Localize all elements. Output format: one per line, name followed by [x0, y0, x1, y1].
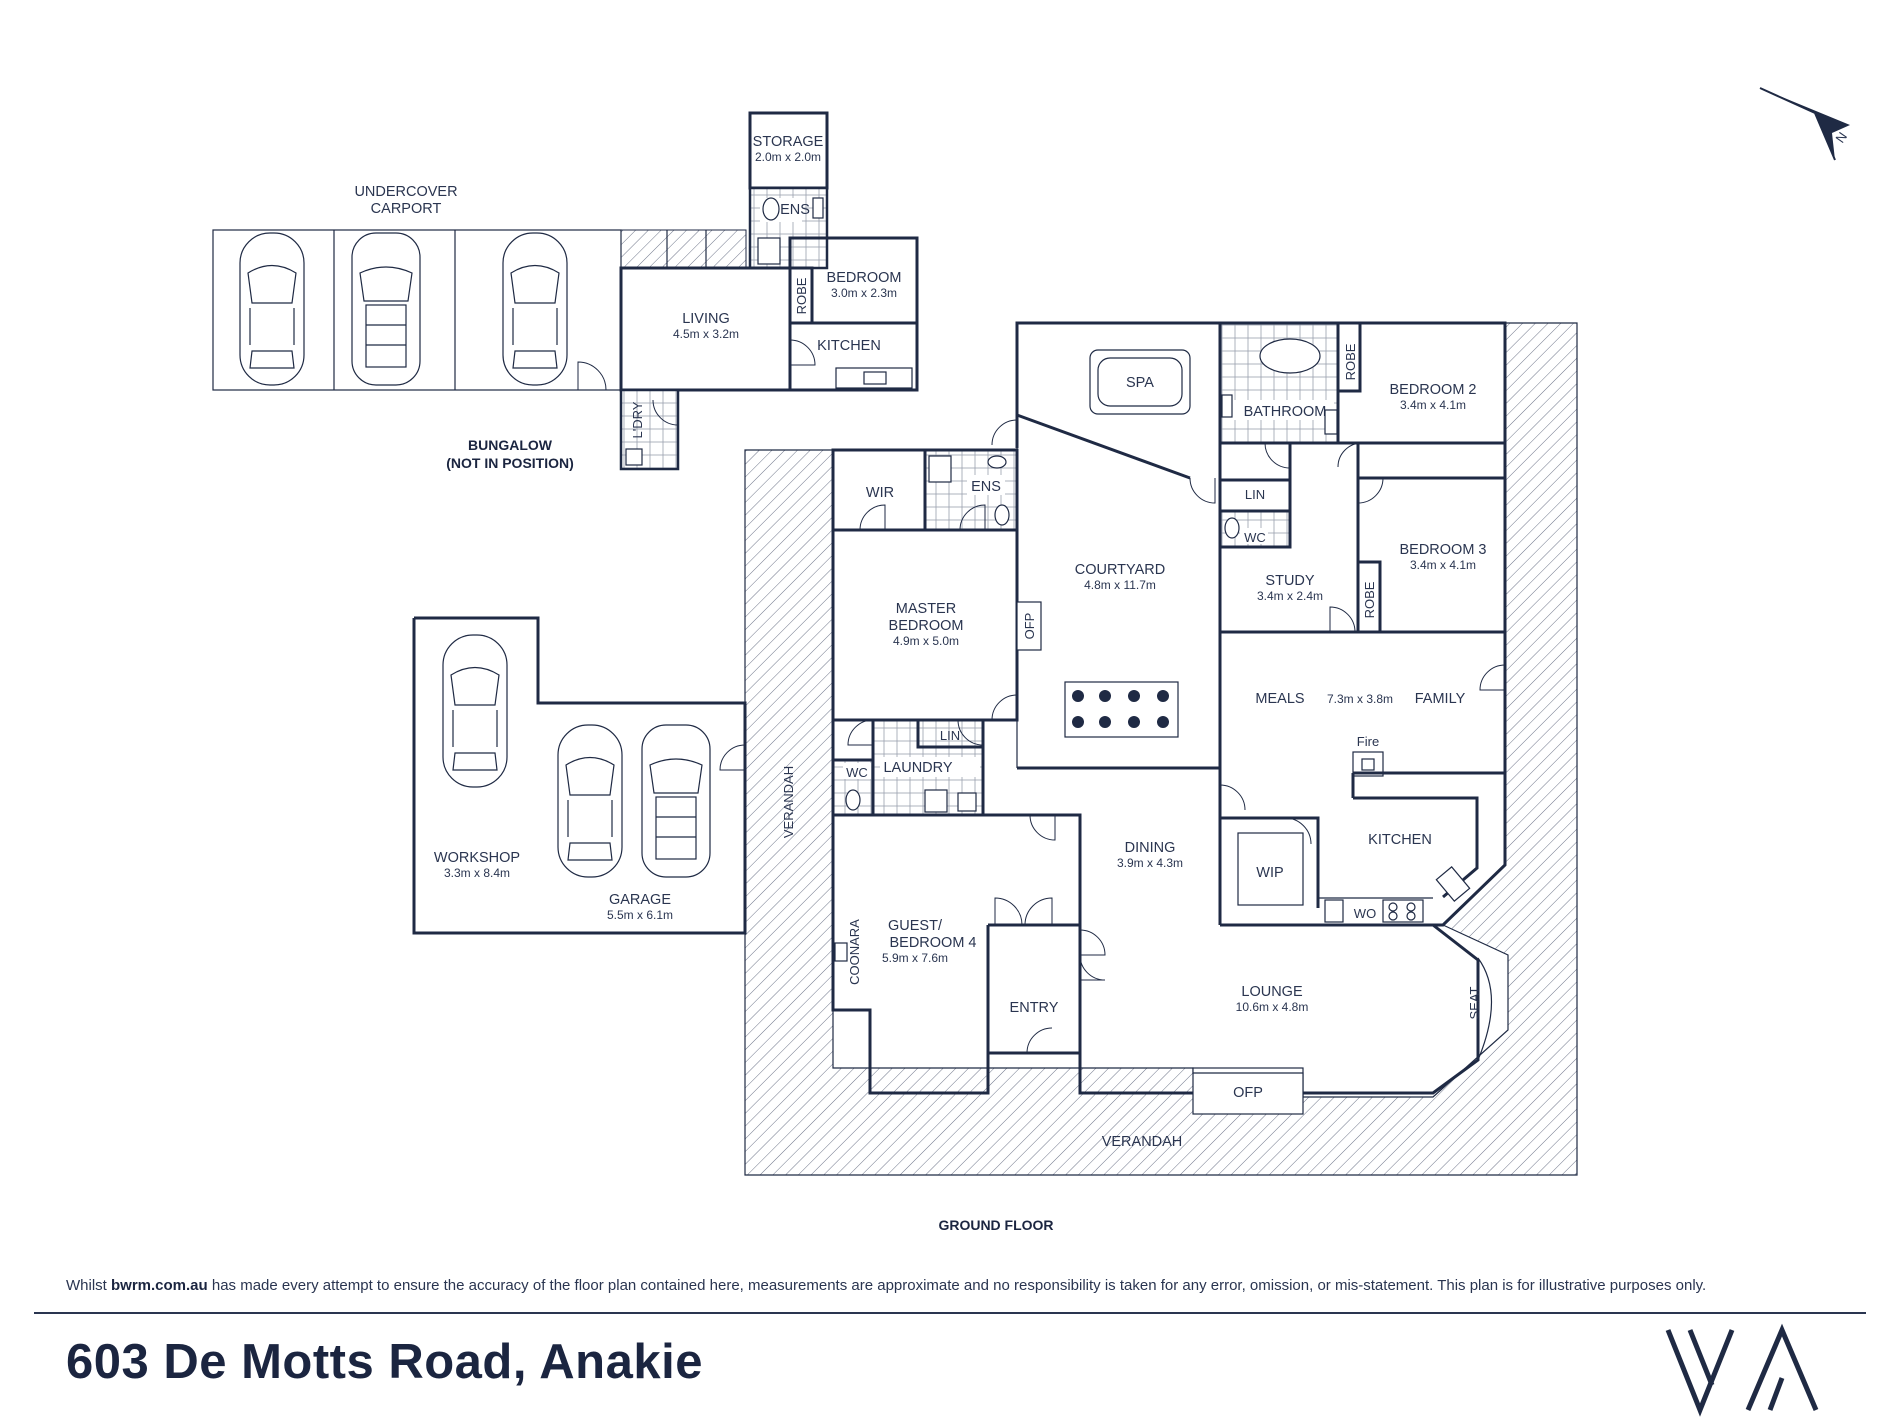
bungalow-living-size: 4.5m x 3.2m	[673, 327, 739, 341]
disclaimer-post: has made every attempt to ensure the acc…	[207, 1277, 1707, 1294]
laundry-label: LAUNDRY	[883, 760, 952, 776]
robe-3-label: ROBE	[1362, 581, 1377, 618]
guest-size: 5.9m x 7.6m	[882, 951, 948, 965]
verandah-hatch	[744, 322, 1578, 1176]
lounge-name: LOUNGE	[1241, 984, 1303, 1000]
wip-label: WIP	[1256, 865, 1283, 881]
verandah-bottom-label: VERANDAH	[1102, 1134, 1183, 1150]
wir-label: WIR	[866, 485, 894, 501]
disclaimer-site-link[interactable]: bwrm.com.au	[111, 1277, 208, 1294]
compass-label: N	[1832, 129, 1850, 145]
footer-divider	[34, 1312, 1866, 1314]
bungalow-title-2: (NOT IN POSITION)	[446, 455, 574, 471]
bungalow-title-1: BUNGALOW	[468, 437, 553, 453]
study-name: STUDY	[1265, 573, 1314, 589]
bungalow-ens-label: ENS	[780, 202, 810, 218]
master-size: 4.9m x 5.0m	[893, 634, 959, 648]
ens-label: ENS	[971, 479, 1001, 495]
ofp-1-label: OFP	[1022, 613, 1037, 640]
workshop-size: 3.3m x 8.4m	[444, 866, 510, 880]
spa-label: SPA	[1126, 375, 1154, 391]
bungalow: STORAGE 2.0m x 2.0m ENS BEDROOM 3.0m x 2…	[446, 111, 919, 471]
disclaimer: Whilst bwrm.com.au has made every attemp…	[66, 1277, 1846, 1294]
coonara-heater-icon	[834, 942, 848, 962]
car-icon	[557, 724, 623, 878]
bathroom-label: BATHROOM	[1244, 404, 1327, 420]
fire-label: Fire	[1357, 734, 1379, 749]
lin-1-label: LIN	[1245, 487, 1265, 502]
master-name-2: BEDROOM	[889, 618, 964, 634]
bungalow-bedroom-size: 3.0m x 2.3m	[831, 286, 897, 300]
courtyard-size: 4.8m x 11.7m	[1084, 578, 1156, 592]
bedroom-3-name: BEDROOM 3	[1399, 542, 1486, 558]
study-size: 3.4m x 2.4m	[1257, 589, 1323, 603]
bungalow-bedroom-name: BEDROOM	[827, 270, 902, 286]
guest-name-1: GUEST/	[888, 918, 943, 934]
meals-size: 7.3m x 3.8m	[1327, 692, 1393, 706]
bedroom-3-size: 3.4m x 4.1m	[1410, 558, 1476, 572]
garage-size: 5.5m x 6.1m	[607, 908, 673, 922]
guest-name-2: BEDROOM 4	[889, 935, 976, 951]
car-icon	[239, 232, 305, 386]
plant-icon	[1072, 690, 1169, 728]
storage-name: STORAGE	[753, 134, 824, 150]
entry-label: ENTRY	[1010, 1000, 1059, 1016]
north-arrow-icon	[1760, 88, 1850, 160]
seat-label: SEAT	[1467, 986, 1482, 1019]
garage-name: GARAGE	[609, 892, 671, 908]
bungalow-living-name: LIVING	[682, 311, 730, 327]
storage-size: 2.0m x 2.0m	[755, 150, 821, 164]
bedroom-2-size: 3.4m x 4.1m	[1400, 398, 1466, 412]
wc-1-label: WC	[1244, 530, 1266, 545]
car-icon	[442, 634, 508, 788]
dining-size: 3.9m x 4.3m	[1117, 856, 1183, 870]
master-name-1: MASTER	[896, 601, 956, 617]
bedroom-2-name: BEDROOM 2	[1389, 382, 1476, 398]
lounge-size: 10.6m x 4.8m	[1236, 1000, 1309, 1014]
suv-icon	[351, 232, 421, 386]
courtyard-name: COURTYARD	[1075, 562, 1166, 578]
property-address: 603 De Motts Road, Anakie	[66, 1335, 703, 1389]
workshop-name: WORKSHOP	[434, 850, 520, 866]
compass: N	[1759, 87, 1850, 161]
ofp-2-label: OFP	[1233, 1085, 1263, 1101]
bungalow-ldry-label: L'DRY	[630, 401, 645, 438]
floor-title: GROUND FLOOR	[938, 1217, 1053, 1233]
suv-icon	[641, 724, 711, 878]
main-house: SPA COURTYARD 4.8m x 11.7m BATHROOM ROBE…	[781, 321, 1507, 1150]
family-label: FAMILY	[1415, 691, 1466, 707]
meals-label: MEALS	[1255, 691, 1304, 707]
disclaimer-pre: Whilst	[66, 1277, 111, 1294]
carport-label-2: CARPORT	[371, 201, 442, 217]
verandah-side-label: VERANDAH	[781, 766, 796, 838]
coonara-label: COONARA	[847, 919, 862, 985]
bungalow-robe-label: ROBE	[794, 277, 809, 314]
wo-label: WO	[1354, 906, 1376, 921]
kitchen-label: KITCHEN	[1368, 832, 1432, 848]
carport: UNDERCOVER CARPORT	[212, 184, 622, 391]
va-logo	[1665, 1323, 1819, 1417]
robe-2-label: ROBE	[1343, 343, 1358, 380]
workshop-garage: WORKSHOP 3.3m x 8.4m GARAGE 5.5m x 6.1m	[412, 616, 747, 935]
carport-label-1: UNDERCOVER	[354, 184, 457, 200]
lin-2-label: LIN	[940, 728, 960, 743]
bungalow-kitchen-label: KITCHEN	[817, 338, 881, 354]
dining-name: DINING	[1125, 840, 1176, 856]
wc-2-label: WC	[846, 765, 868, 780]
car-icon	[502, 232, 568, 386]
